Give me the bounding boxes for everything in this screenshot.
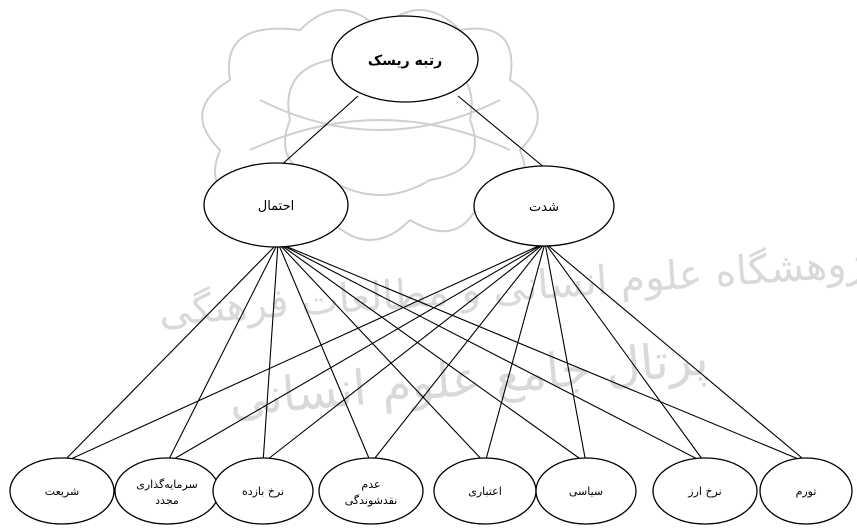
node-credit-label: اعتباری: [468, 485, 502, 498]
edge-root-probability: [277, 95, 359, 169]
edge-probability-political: [277, 242, 587, 464]
edge-severity-fx: [544, 242, 706, 464]
node-political-ellipse: [535, 457, 637, 525]
node-reinvestment-ellipse: [114, 457, 220, 525]
node-root: رتبه ریسک: [331, 15, 479, 103]
edge-probability-liquidity: [61, 242, 279, 464]
node-fx-ellipse: [652, 457, 758, 525]
edge-root-severity: [457, 95, 546, 169]
node-interest-label: نرخ بازده: [242, 485, 284, 498]
node-severity-ellipse: [473, 165, 615, 247]
node-illiquidity-ellipse: [318, 457, 424, 525]
node-probability-label: احتمال: [258, 199, 295, 214]
edges: [61, 95, 809, 464]
edge-probability-interest: [262, 242, 279, 464]
edge-severity-illiquidity: [370, 242, 546, 464]
node-liquidity: شریعت: [9, 457, 115, 525]
node-probability: احتمال: [203, 162, 349, 248]
edge-severity-liquidity: [61, 242, 546, 464]
node-root-label: رتبه ریسک: [368, 53, 442, 69]
node-inflation: تورم: [759, 457, 853, 525]
node-fx: نرخ ارز: [652, 457, 758, 525]
node-root-ellipse: [331, 15, 479, 103]
node-inflation-ellipse: [759, 457, 853, 525]
edge-severity-political: [544, 242, 587, 464]
node-political-label: سیاسی: [569, 485, 603, 498]
edge-probability-reinvestment: [166, 242, 279, 464]
edge-severity-interest: [262, 242, 546, 464]
node-probability-ellipse: [203, 162, 349, 248]
node-liquidity-label: شریعت: [45, 485, 79, 498]
edge-probability-inflation: [277, 242, 809, 464]
edge-probability-fx: [277, 242, 706, 464]
node-severity-label: شدت: [529, 200, 559, 215]
node-credit: اعتباری: [433, 457, 537, 525]
edge-severity-inflation: [544, 242, 809, 464]
edge-probability-credit: [277, 242, 486, 464]
node-liquidity-ellipse: [9, 457, 115, 525]
watermark-line1: پژوهشگاه علوم انسانی و مطالعات فرهنگی: [157, 239, 857, 335]
node-political: سیاسی: [535, 457, 637, 525]
node-inflation-label: تورم: [796, 485, 817, 498]
edge-probability-illiquidity: [277, 242, 372, 464]
node-fx-label: نرخ ارز: [687, 485, 721, 498]
edge-severity-reinvestment: [166, 242, 546, 464]
edge-severity-credit: [484, 242, 546, 464]
node-interest: نرخ بازده: [212, 457, 314, 525]
node-severity: شدت: [473, 165, 615, 247]
node-interest-ellipse: [212, 457, 314, 525]
